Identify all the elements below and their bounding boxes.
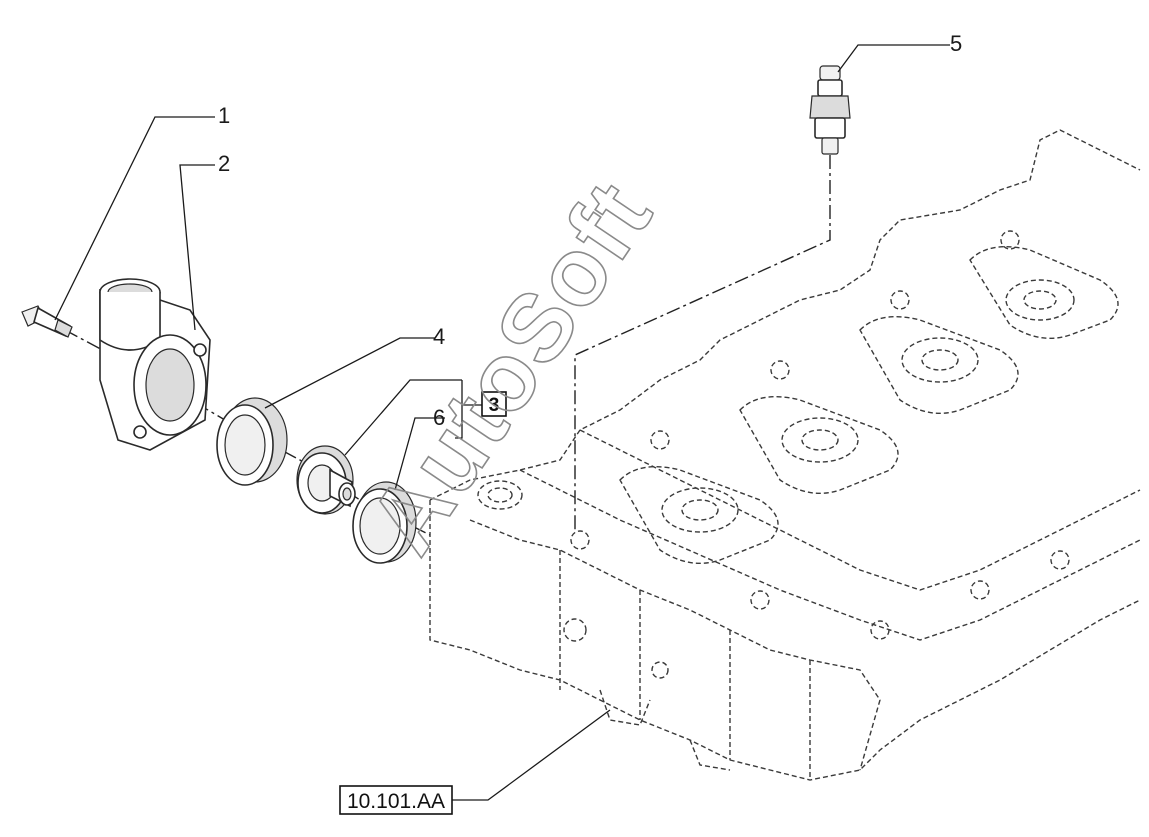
- reference-box[interactable]: 10.101.AA: [339, 785, 453, 815]
- axis-line-sensor: [574, 155, 831, 530]
- leader-4: [264, 337, 435, 409]
- seal-ring-part: [216, 397, 288, 486]
- callout-4: 4: [433, 324, 445, 349]
- callout-1: 1: [218, 103, 230, 128]
- leader-5: [837, 44, 950, 73]
- kit-box-3: 3: [481, 391, 507, 417]
- thermostat-housing-part: [99, 278, 211, 451]
- callout-6: 6: [433, 405, 445, 430]
- reference-code: 10.101.AA: [347, 790, 445, 813]
- leader-1: [54, 116, 215, 321]
- thermostat-part: [296, 445, 356, 515]
- callout-2: 2: [218, 151, 230, 176]
- leader-6: [394, 417, 445, 491]
- temperature-sender-part: [809, 65, 851, 155]
- callout-3: 3: [489, 395, 500, 416]
- cylinder-head-outline: [429, 129, 1141, 781]
- leader-ref: [452, 709, 611, 801]
- gasket-part: [352, 481, 417, 564]
- watermark: AutoSoft: [349, 163, 673, 572]
- leader-3-bracket: [344, 379, 463, 456]
- leader-2: [179, 164, 215, 331]
- callout-5: 5: [950, 31, 962, 56]
- bolt-part: [21, 305, 73, 338]
- leader-lines: [54, 44, 950, 801]
